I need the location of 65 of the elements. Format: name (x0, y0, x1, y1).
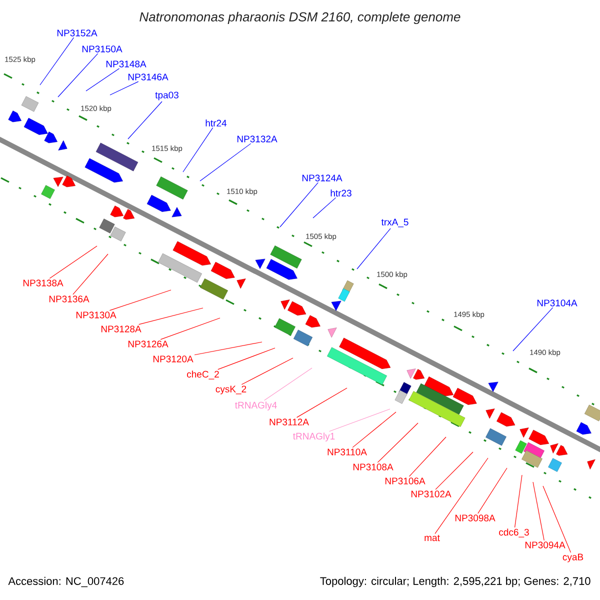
gene-label: tpa03 (155, 92, 178, 100)
gene-label: tRNAGly1 (293, 432, 335, 442)
leader-line (128, 101, 162, 140)
gene-label: NP3110A (328, 448, 367, 456)
leader-line (40, 37, 74, 86)
leader-line (328, 408, 390, 432)
gene-label: NP3128A (101, 326, 142, 332)
leader-line (200, 143, 252, 182)
leader-line (138, 308, 204, 325)
summary-text: Topology: circular; Length: 2,595,221 bp; Genes: 2,710 (320, 576, 590, 588)
gene-label: NP3132A (237, 136, 278, 142)
gene-label: cheC_2 (187, 370, 219, 380)
gene-label: NP3124A (302, 174, 342, 182)
title: Natronomonas pharaonis DSM 2160, complete genome (140, 12, 460, 24)
gene-label: htr23 (330, 190, 352, 196)
gene-label: NP3098A (455, 514, 496, 522)
gene-label: NP3104A (537, 300, 578, 306)
leader-line (408, 436, 446, 477)
leader-line (296, 388, 348, 418)
gene-label: cyaB (562, 554, 584, 562)
gene-label: NP3152A (57, 30, 98, 36)
leader-line (377, 422, 418, 463)
gene-label: NP3094A (525, 542, 566, 548)
leader-line (110, 81, 139, 96)
leader-line (49, 246, 98, 279)
leader-line (72, 254, 108, 295)
leader-line (218, 348, 276, 370)
gene-label: NP3102A (411, 490, 452, 498)
leader-line (532, 482, 544, 541)
leader-line (280, 182, 318, 228)
gene-label: NP3148A (106, 60, 146, 68)
leader-line (514, 474, 522, 528)
leader-line (512, 307, 554, 352)
leader-line (264, 368, 312, 401)
gene-label: NP3150A (82, 46, 122, 52)
leader-line (86, 68, 120, 92)
leader-line (312, 197, 336, 218)
leader-line (58, 53, 98, 98)
leader-line (478, 468, 508, 514)
leader-line (160, 318, 220, 340)
gene-label: NP3108A (353, 464, 394, 470)
gene-label: NP3120A (153, 356, 194, 362)
leader-line (241, 358, 294, 385)
gene-label: NP3130A (76, 312, 116, 318)
gene-label: trxA_5 (381, 218, 408, 228)
leader-line (542, 486, 572, 553)
leader-line (435, 452, 474, 490)
gene-label: tRNAGly4 (235, 402, 277, 410)
gene-label: NP3136A (49, 296, 90, 302)
leader-line (109, 290, 172, 311)
gene-label: NP3138A (23, 280, 64, 286)
leader-line (434, 458, 488, 534)
gene-label: NP3112A (270, 418, 309, 426)
leader-line (352, 412, 396, 448)
leader-line (194, 342, 262, 356)
gene-label: NP3146A (128, 74, 168, 80)
gene-label: cysK_2 (216, 386, 246, 394)
accession-text: Accession: NC_007426 (8, 576, 124, 588)
gene-label: NP3126A (128, 340, 168, 348)
gene-label: htr24 (206, 120, 227, 126)
leader-line (356, 228, 391, 270)
gene-label: mat (424, 534, 440, 542)
gene-label: NP3106A (385, 478, 426, 484)
leader-line (182, 127, 214, 172)
gene-label: cdc6_3 (499, 528, 529, 538)
